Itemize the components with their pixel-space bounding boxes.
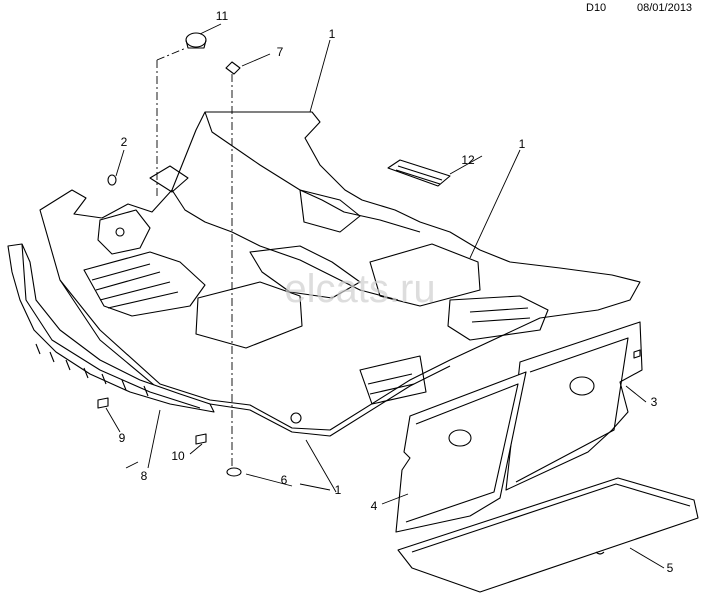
diagram-date: 08/01/2013 xyxy=(637,2,693,14)
small-plug xyxy=(107,174,117,186)
vent-grille xyxy=(387,159,451,187)
callout-6: 6 xyxy=(281,473,288,487)
callout-1-right: 1 xyxy=(519,137,526,151)
callout-10: 10 xyxy=(171,449,185,463)
fastener-10 xyxy=(195,433,207,445)
floor-carpet xyxy=(39,111,641,437)
fastener-9 xyxy=(97,397,109,409)
grommet xyxy=(226,467,242,477)
plug-cap xyxy=(185,32,207,49)
rear-panel xyxy=(505,321,643,491)
leader-lines xyxy=(105,23,665,569)
assembly-lines xyxy=(156,47,233,468)
watermark: elcats.ru xyxy=(284,267,435,311)
sill-trim xyxy=(7,243,215,413)
callout-5: 5 xyxy=(667,561,674,575)
callout-4: 4 xyxy=(371,499,378,513)
callout-1-bottom: 1 xyxy=(335,483,342,497)
callout-9: 9 xyxy=(119,431,126,445)
callout-11: 11 xyxy=(216,9,229,23)
floor-board xyxy=(397,477,699,593)
callout-1-top: 1 xyxy=(329,27,336,41)
callout-8: 8 xyxy=(141,469,148,483)
callout-12: 12 xyxy=(461,153,475,167)
callout-numbers: 11 7 1 2 12 1 1 3 9 8 10 6 4 5 xyxy=(119,9,674,575)
diagram-code: D10 xyxy=(586,2,607,14)
clip-top xyxy=(225,61,241,75)
callout-7: 7 xyxy=(277,45,284,59)
callout-3: 3 xyxy=(651,395,658,409)
callout-2: 2 xyxy=(121,135,128,149)
rear-panel-left xyxy=(395,371,527,533)
